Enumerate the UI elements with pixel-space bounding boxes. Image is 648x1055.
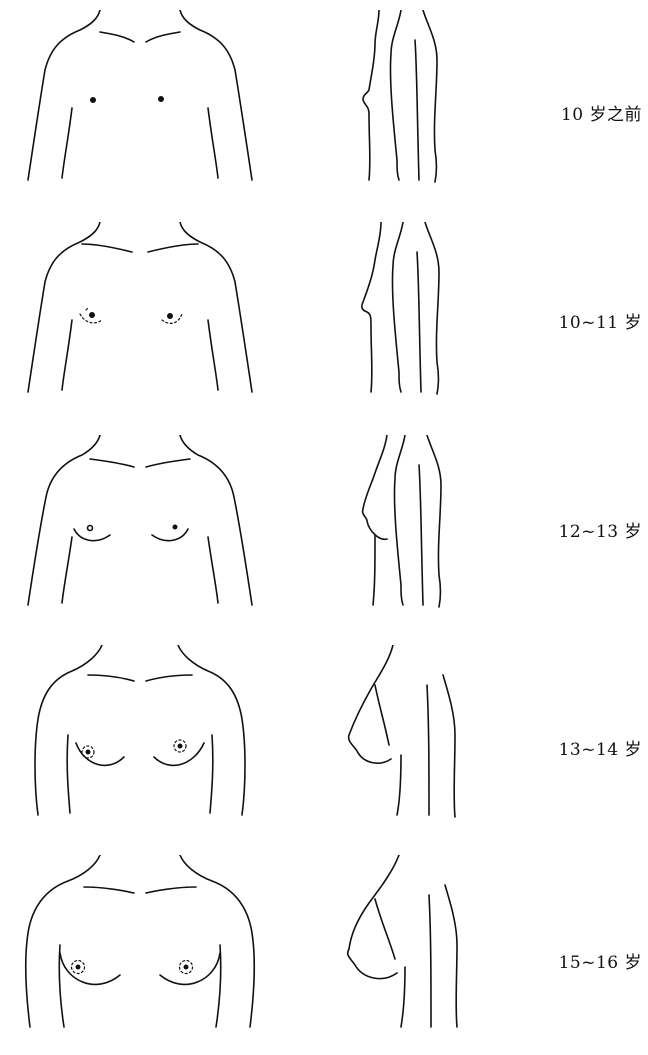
side-view-figure-stage-4 bbox=[345, 645, 475, 835]
stage-label-4: 13~14 岁 bbox=[559, 735, 642, 760]
stage-label-2: 10~11 岁 bbox=[559, 308, 642, 333]
stage-row-5: 15~16 岁 bbox=[0, 855, 648, 1055]
side-view-figure-stage-2 bbox=[345, 222, 475, 412]
side-view-figure-stage-3 bbox=[345, 435, 475, 625]
stage-row-1: 10 岁之前 bbox=[0, 10, 648, 210]
stage-row-3: 12~13 岁 bbox=[0, 435, 648, 635]
front-view-figure-stage-5 bbox=[20, 855, 260, 1045]
side-view-figure-stage-5 bbox=[345, 855, 475, 1045]
stage-row-2: 10~11 岁 bbox=[0, 222, 648, 422]
stage-label-1: 10 岁之前 bbox=[561, 100, 642, 125]
front-view-figure-stage-4 bbox=[20, 645, 260, 835]
stage-label-3: 12~13 岁 bbox=[559, 517, 642, 542]
side-view-figure-stage-1 bbox=[345, 10, 475, 200]
front-view-figure-stage-3 bbox=[20, 435, 260, 625]
front-view-figure-stage-1 bbox=[20, 10, 260, 200]
stage-label-5: 15~16 岁 bbox=[559, 948, 642, 973]
stage-row-4: 13~14 岁 bbox=[0, 645, 648, 845]
front-view-figure-stage-2 bbox=[20, 222, 260, 412]
